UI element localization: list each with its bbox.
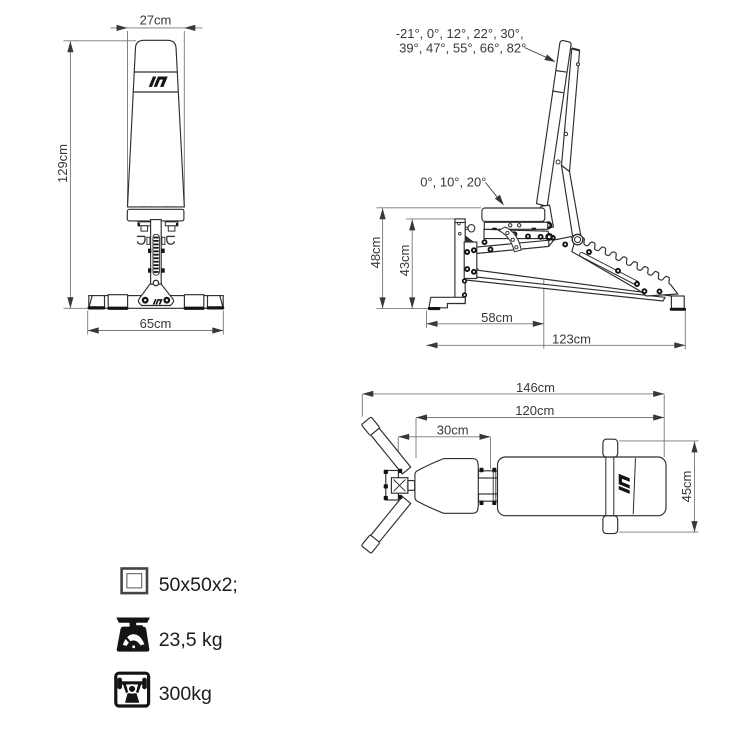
- svg-text:30cm: 30cm: [437, 423, 469, 438]
- svg-text:58cm: 58cm: [481, 310, 513, 325]
- svg-text:43cm: 43cm: [397, 245, 412, 277]
- svg-text:50x50x2;: 50x50x2;: [159, 574, 238, 596]
- svg-text:65cm: 65cm: [140, 316, 172, 331]
- svg-text:39°, 47°, 55°, 66°, 82°: 39°, 47°, 55°, 66°, 82°: [399, 41, 526, 56]
- svg-text:23,5 kg: 23,5 kg: [159, 629, 223, 651]
- svg-text:48cm: 48cm: [368, 237, 383, 269]
- svg-text:45cm: 45cm: [679, 471, 694, 503]
- svg-text:-21°, 0°, 12°, 22°, 30°,: -21°, 0°, 12°, 22°, 30°,: [396, 26, 524, 41]
- svg-text:129cm: 129cm: [55, 144, 70, 183]
- svg-text:123cm: 123cm: [552, 331, 591, 346]
- svg-text:300kg: 300kg: [159, 683, 212, 705]
- svg-text:146cm: 146cm: [516, 380, 555, 395]
- svg-text:27cm: 27cm: [140, 13, 172, 28]
- svg-text:0°, 10°, 20°: 0°, 10°, 20°: [420, 175, 486, 190]
- svg-text:120cm: 120cm: [515, 403, 554, 418]
